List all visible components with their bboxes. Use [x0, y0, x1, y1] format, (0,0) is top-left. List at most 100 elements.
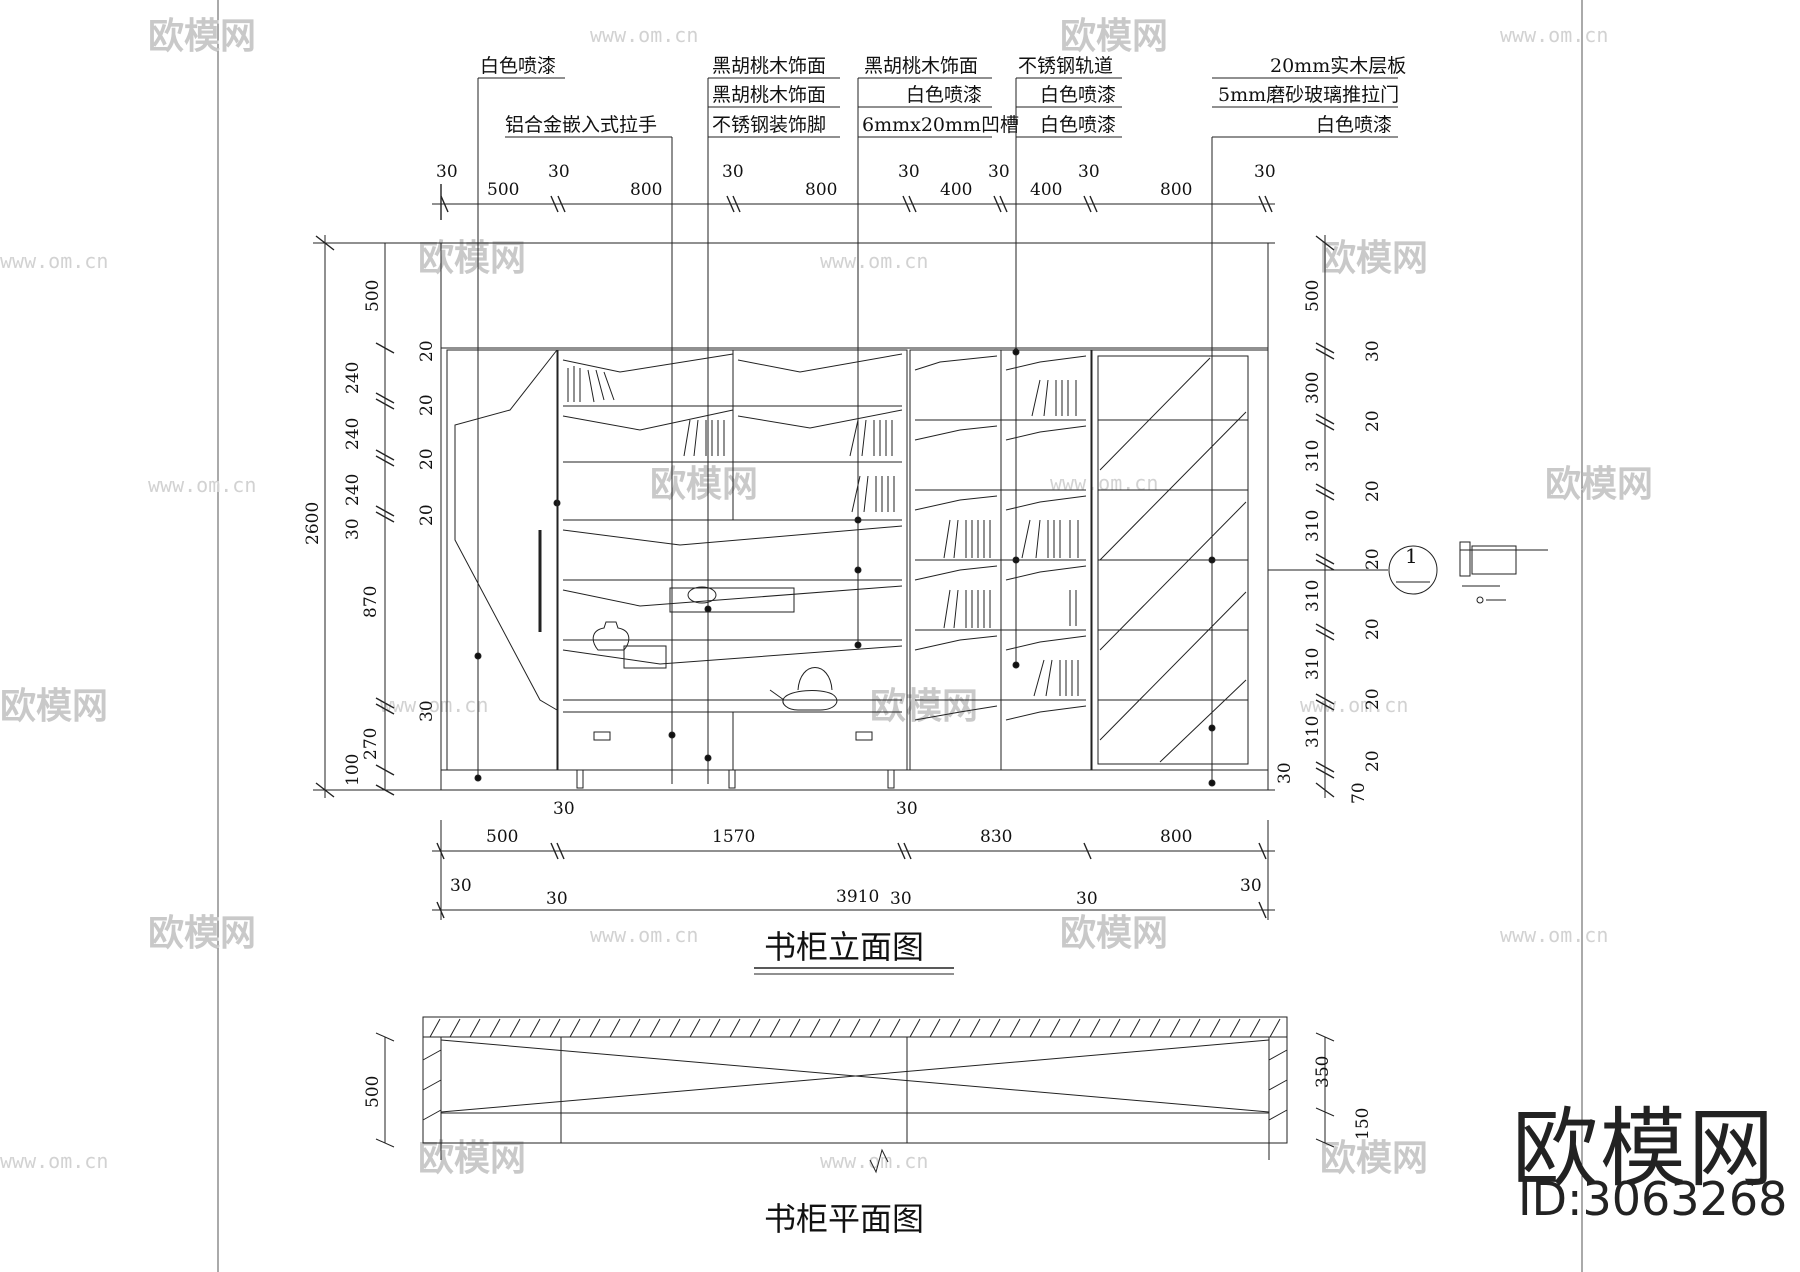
dim-label: 30: [450, 876, 472, 896]
dim-label: 310: [1303, 648, 1323, 680]
dim-label: 830: [980, 827, 1012, 847]
watermark-url: www.om.cn: [590, 23, 698, 47]
dim-label: 20: [417, 394, 437, 416]
watermark: 欧模网: [418, 238, 526, 279]
dim-label: 500: [363, 1076, 383, 1108]
watermark: 欧模网: [0, 686, 108, 727]
dim-label: 30: [553, 799, 575, 819]
dim-label: 270: [361, 728, 381, 760]
bookcase-elevation: [313, 242, 1275, 791]
watermark: 欧模网: [1545, 464, 1653, 505]
dim-label: 3910: [836, 887, 879, 907]
watermark: 欧模网: [1320, 238, 1428, 279]
brand-id: ID:3063268: [1518, 1172, 1788, 1226]
dim-total-label: 2600: [303, 502, 323, 545]
top-annotations: 白色喷漆 铝合金嵌入式拉手 黑胡桃木饰面 黑胡桃木饰面 不锈钢装饰脚 黑胡桃木饰…: [478, 55, 1406, 138]
dim-label: 30: [1078, 162, 1100, 182]
dim-label: 30: [1240, 876, 1262, 896]
dim-label: 400: [1030, 180, 1062, 200]
watermark-url: www.om.cn: [0, 249, 108, 273]
watermark: 欧模网: [148, 913, 256, 954]
plan-dimension-labels: 500 350 150: [363, 1056, 1373, 1140]
annotation-label: 不锈钢轨道: [1018, 55, 1113, 77]
dim-label: 20: [417, 504, 437, 526]
watermark-url: www.om.cn: [1300, 693, 1408, 717]
plan-title: 书柜平面图: [764, 1200, 924, 1238]
annotation-label: 5mm磨砂玻璃推拉门: [1218, 84, 1399, 106]
dim-label: 310: [1303, 580, 1323, 612]
dim-label: 240: [343, 418, 363, 450]
dim-label: 1570: [712, 827, 755, 847]
annotation-label: 铝合金嵌入式拉手: [505, 114, 657, 136]
brand-logo-text: 欧模网: [1512, 1099, 1776, 1199]
dim-label: 350: [1313, 1056, 1333, 1088]
elevation-title: 书柜立面图: [754, 928, 954, 975]
dim-label: 30: [546, 889, 568, 909]
watermark: 欧模网: [1320, 1138, 1428, 1179]
plan-title-text: 书柜平面图: [764, 1200, 924, 1238]
annotation-label: 黑胡桃木饰面: [864, 55, 978, 77]
watermark: 欧模网: [148, 16, 256, 57]
watermark-url: www.om.cn: [1500, 23, 1608, 47]
annotation-label: 6mmx20mm凹槽: [862, 114, 1019, 136]
watermark-url: www.om.cn: [820, 249, 928, 273]
dim-label: 20: [1363, 548, 1383, 570]
dim-label: 240: [343, 362, 363, 394]
dim-label: 20: [1363, 688, 1383, 710]
dim-label: 100: [343, 754, 363, 786]
watermark-url: www.om.cn: [590, 923, 698, 947]
dim-label: 30: [343, 518, 363, 540]
dim-label: 310: [1303, 440, 1323, 472]
leader-lines: [474, 78, 1216, 787]
annotation-label: 不锈钢装饰脚: [712, 114, 826, 136]
dim-label: 800: [1160, 180, 1192, 200]
dim-label: 500: [1303, 280, 1323, 312]
annotation-label: 白色喷漆: [1316, 114, 1392, 136]
watermark-url: www.om.cn: [148, 473, 256, 497]
annotation-label: 黑胡桃木饰面: [712, 84, 826, 106]
dim-label: 30: [1076, 889, 1098, 909]
dim-label: 310: [1303, 716, 1323, 748]
dim-label: 500: [486, 827, 518, 847]
section-marker: 1: [1268, 541, 1548, 604]
right-dimension-chain: 500 30 300 20 310 20 310 20 310 20 310 2…: [1275, 235, 1383, 804]
bottom-dimension-chain: 500 30 1570 30 830 800 30 30 3910 30 30 …: [432, 799, 1275, 920]
dim-label: 800: [630, 180, 662, 200]
bookcase-plan: [375, 1016, 1335, 1174]
elevation-title-text: 书柜立面图: [764, 928, 924, 966]
dim-label: 30: [890, 889, 912, 909]
dim-label: 20: [1363, 618, 1383, 640]
dim-label: 20: [417, 448, 437, 470]
annotation-label: 白色喷漆: [480, 55, 556, 77]
watermark: 欧模网: [1060, 16, 1168, 57]
dim-label: 20: [417, 340, 437, 362]
dim-label: 30: [548, 162, 570, 182]
watermark: 欧模网: [870, 686, 978, 727]
annotation-label: 白色喷漆: [906, 84, 982, 106]
dim-label: 870: [361, 586, 381, 618]
watermarks: 欧模网 欧模网 www.om.cn www.om.cn 欧模网 欧模网 www.…: [0, 16, 1653, 1179]
dim-label: 310: [1303, 510, 1323, 542]
dim-label: 20: [1363, 480, 1383, 502]
dim-label: 30: [722, 162, 744, 182]
dim-label: 150: [1353, 1108, 1373, 1140]
dim-label: 30: [417, 700, 437, 722]
dim-label: 30: [1363, 340, 1383, 362]
top-dimension-chain: 30 500 30 800 30 800 30 400 30 400 30 80…: [432, 162, 1276, 220]
watermark-url: www.om.cn: [380, 693, 488, 717]
annotation-label: 黑胡桃木饰面: [712, 55, 826, 77]
dim-label: 240: [343, 474, 363, 506]
watermark: 欧模网: [650, 464, 758, 505]
dim-label: 30: [436, 162, 458, 182]
dim-label: 800: [1160, 827, 1192, 847]
watermark-url: www.om.cn: [1500, 923, 1608, 947]
dim-label: 30: [1275, 762, 1295, 784]
annotation-label: 白色喷漆: [1040, 84, 1116, 106]
dim-label: 20: [1363, 410, 1383, 432]
annotation-label: 白色喷漆: [1040, 114, 1116, 136]
dim-label: 30: [988, 162, 1010, 182]
dim-label: 300: [1303, 372, 1323, 404]
watermark-url: www.om.cn: [0, 1149, 108, 1173]
dim-label: 500: [363, 280, 383, 312]
